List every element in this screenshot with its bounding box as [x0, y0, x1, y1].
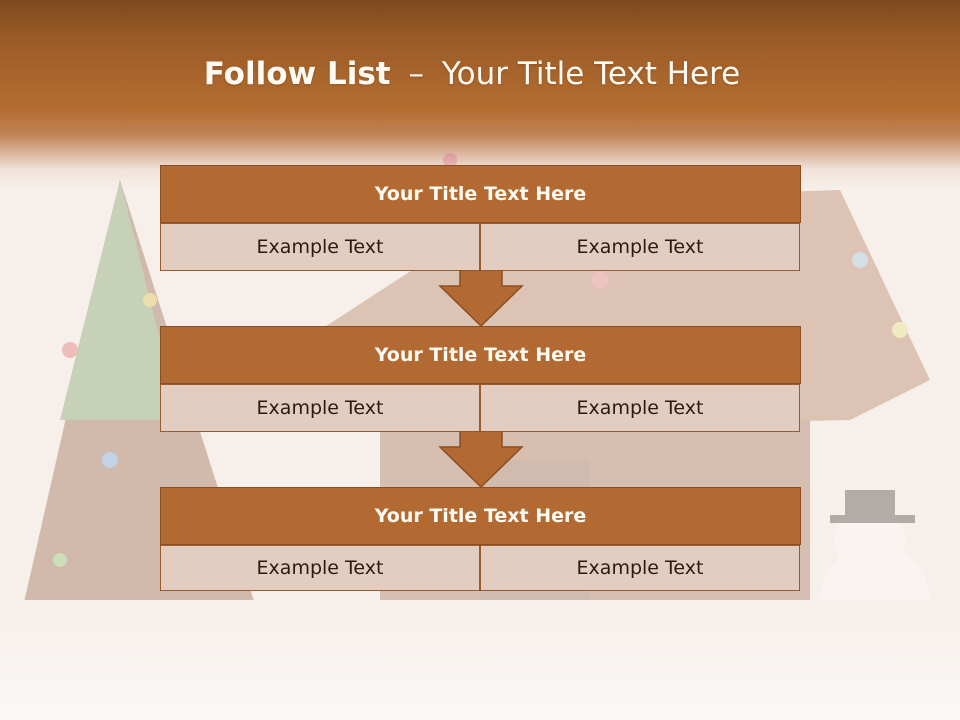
- header-band: [0, 0, 960, 190]
- step-cell-right: Example Text: [480, 384, 800, 432]
- step-cell-left: Example Text: [160, 384, 480, 432]
- down-arrow-icon: [438, 270, 524, 328]
- step-cell-right: Example Text: [480, 223, 800, 271]
- step-cell-left: Example Text: [160, 223, 480, 271]
- step-cell-right: Example Text: [480, 545, 800, 591]
- title-separator: –: [408, 56, 424, 92]
- step-heading: Your Title Text Here: [160, 326, 801, 384]
- title-bold-part: Follow List: [203, 56, 391, 92]
- snow-ground: [0, 600, 960, 720]
- step-heading: Your Title Text Here: [160, 487, 801, 545]
- step-cell-left: Example Text: [160, 545, 480, 591]
- step-heading: Your Title Text Here: [160, 165, 801, 223]
- slide-title: Follow List – Your Title Text Here: [0, 52, 944, 96]
- title-rest: Your Title Text Here: [441, 56, 741, 92]
- down-arrow-icon: [438, 431, 524, 489]
